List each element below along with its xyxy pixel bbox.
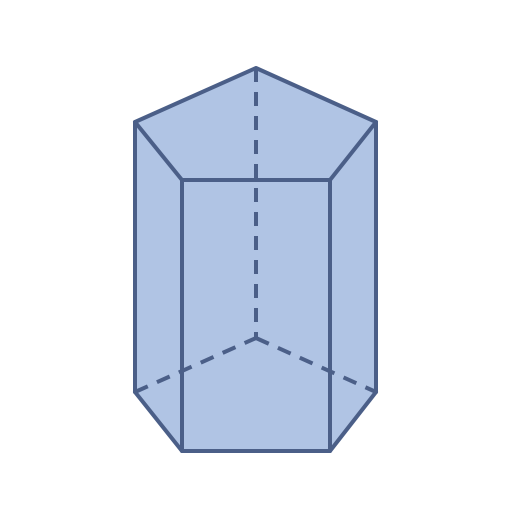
- prism-body-fill: [135, 68, 376, 451]
- hidden-bottom-right-back-edge: [255, 336, 377, 394]
- top-pentagon-face-outline: [133, 66, 378, 182]
- bottom-front-edges: [133, 390, 378, 453]
- right-side-face: [330, 122, 376, 451]
- left-side-face: [135, 122, 182, 451]
